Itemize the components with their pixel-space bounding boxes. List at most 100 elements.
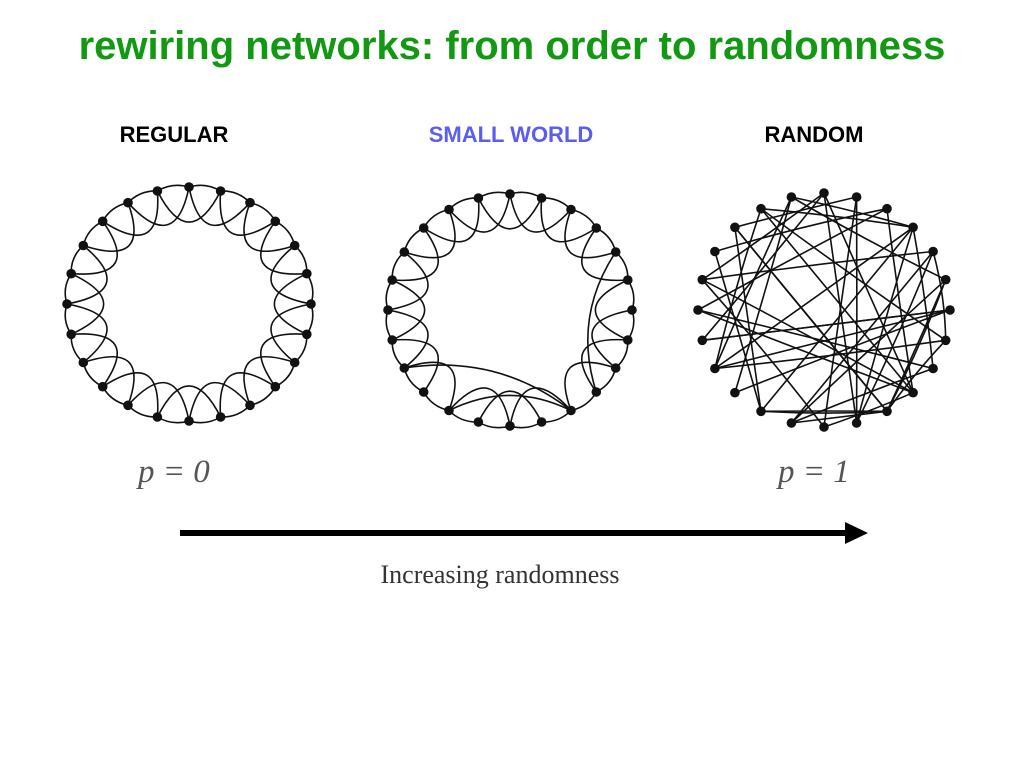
network-node	[623, 275, 633, 285]
random-edge	[734, 309, 951, 394]
second-neighbor-edge	[188, 381, 251, 422]
random-edge	[714, 339, 946, 370]
network-node	[152, 186, 163, 196]
network-node	[623, 335, 633, 345]
network-node	[387, 335, 398, 345]
network-node	[710, 363, 720, 374]
second-neighbor-edge	[509, 387, 572, 427]
randomness-arrow	[180, 522, 868, 544]
second-neighbor-edge	[448, 387, 511, 427]
network-node	[418, 223, 429, 233]
ring-edge	[188, 416, 222, 424]
random-edge	[790, 250, 934, 424]
network-node	[536, 417, 547, 427]
regular-network	[62, 182, 316, 426]
network-node	[730, 222, 740, 233]
rewired-shortcut-edge	[587, 251, 617, 393]
slide-title: rewiring networks: from order to randomn…	[78, 24, 946, 68]
network-node	[851, 192, 862, 202]
random-edge	[823, 192, 914, 394]
network-node	[756, 203, 766, 214]
random-edge	[701, 278, 914, 394]
random-edge	[714, 196, 793, 369]
network-node	[66, 268, 76, 279]
second-neighbor-edge	[66, 244, 108, 305]
second-neighbor-edge	[66, 303, 108, 364]
second-neighbor-edge	[270, 244, 312, 305]
second-neighbor-edge	[391, 279, 426, 341]
network-node	[882, 203, 892, 214]
random-edge	[701, 192, 825, 341]
second-neighbor-edge	[580, 338, 628, 393]
network-node	[473, 193, 484, 203]
network-node	[270, 216, 281, 227]
network-node	[819, 422, 829, 432]
p-one-label: p = 1	[778, 454, 850, 490]
random-edge	[697, 309, 934, 370]
network-node	[928, 246, 938, 257]
random-edge	[734, 226, 888, 412]
network-node	[591, 223, 602, 233]
network-node	[97, 381, 108, 392]
ring-edge	[477, 191, 511, 199]
second-neighbor-edge	[219, 190, 276, 236]
second-neighbor-edge	[404, 361, 456, 411]
network-node	[66, 329, 76, 340]
random-edge	[855, 251, 934, 424]
network-node	[270, 381, 281, 392]
network-node	[819, 188, 829, 198]
network-node	[245, 400, 255, 411]
network-node	[302, 329, 312, 340]
random-edge	[697, 309, 914, 394]
network-node	[383, 305, 393, 315]
network-node	[536, 193, 547, 203]
network-node	[627, 305, 637, 315]
random-edge	[734, 227, 762, 412]
network-node	[882, 406, 892, 417]
network-node	[444, 204, 454, 215]
network-node	[97, 216, 108, 227]
second-neighbor-edge	[71, 220, 119, 275]
network-node	[245, 197, 255, 208]
second-neighbor-edge	[270, 303, 312, 364]
ring-edge	[188, 184, 222, 192]
random-edge	[760, 207, 914, 229]
network-node	[786, 192, 797, 202]
second-neighbor-edge	[404, 209, 456, 259]
random-edge	[701, 279, 825, 428]
network-node	[505, 421, 515, 431]
small-world-network	[383, 189, 637, 431]
second-neighbor-edge	[71, 333, 119, 388]
network-node	[566, 405, 576, 416]
network-node	[399, 247, 410, 257]
second-neighbor-edge	[259, 220, 307, 275]
second-neighbor-edge	[156, 190, 222, 223]
random-edge	[760, 208, 947, 341]
random-edge	[790, 196, 947, 281]
second-neighbor-edge	[243, 202, 295, 253]
second-neighbor-edge	[591, 309, 633, 369]
second-neighbor-edge	[83, 355, 135, 406]
random-edge	[697, 207, 888, 311]
random-edge	[702, 309, 951, 342]
ring-edge	[156, 416, 190, 424]
random-edge	[886, 279, 947, 412]
ring-edge	[156, 184, 190, 192]
network-node	[730, 387, 740, 398]
network-node	[693, 305, 703, 315]
second-neighbor-edge	[594, 279, 629, 341]
random-edge	[886, 208, 914, 393]
second-neighbor-edge	[540, 197, 597, 243]
second-neighbor-edge	[564, 361, 616, 411]
second-neighbor-edge	[387, 251, 429, 311]
regular-label: REGULAR	[119, 122, 229, 147]
random-edge	[760, 208, 914, 394]
network-node	[710, 246, 720, 257]
second-neighbor-edge	[127, 186, 190, 227]
second-neighbor-edge	[259, 333, 307, 388]
network-node	[78, 240, 89, 251]
network-node	[928, 363, 938, 374]
network-node	[302, 268, 312, 279]
network-node	[473, 417, 484, 427]
